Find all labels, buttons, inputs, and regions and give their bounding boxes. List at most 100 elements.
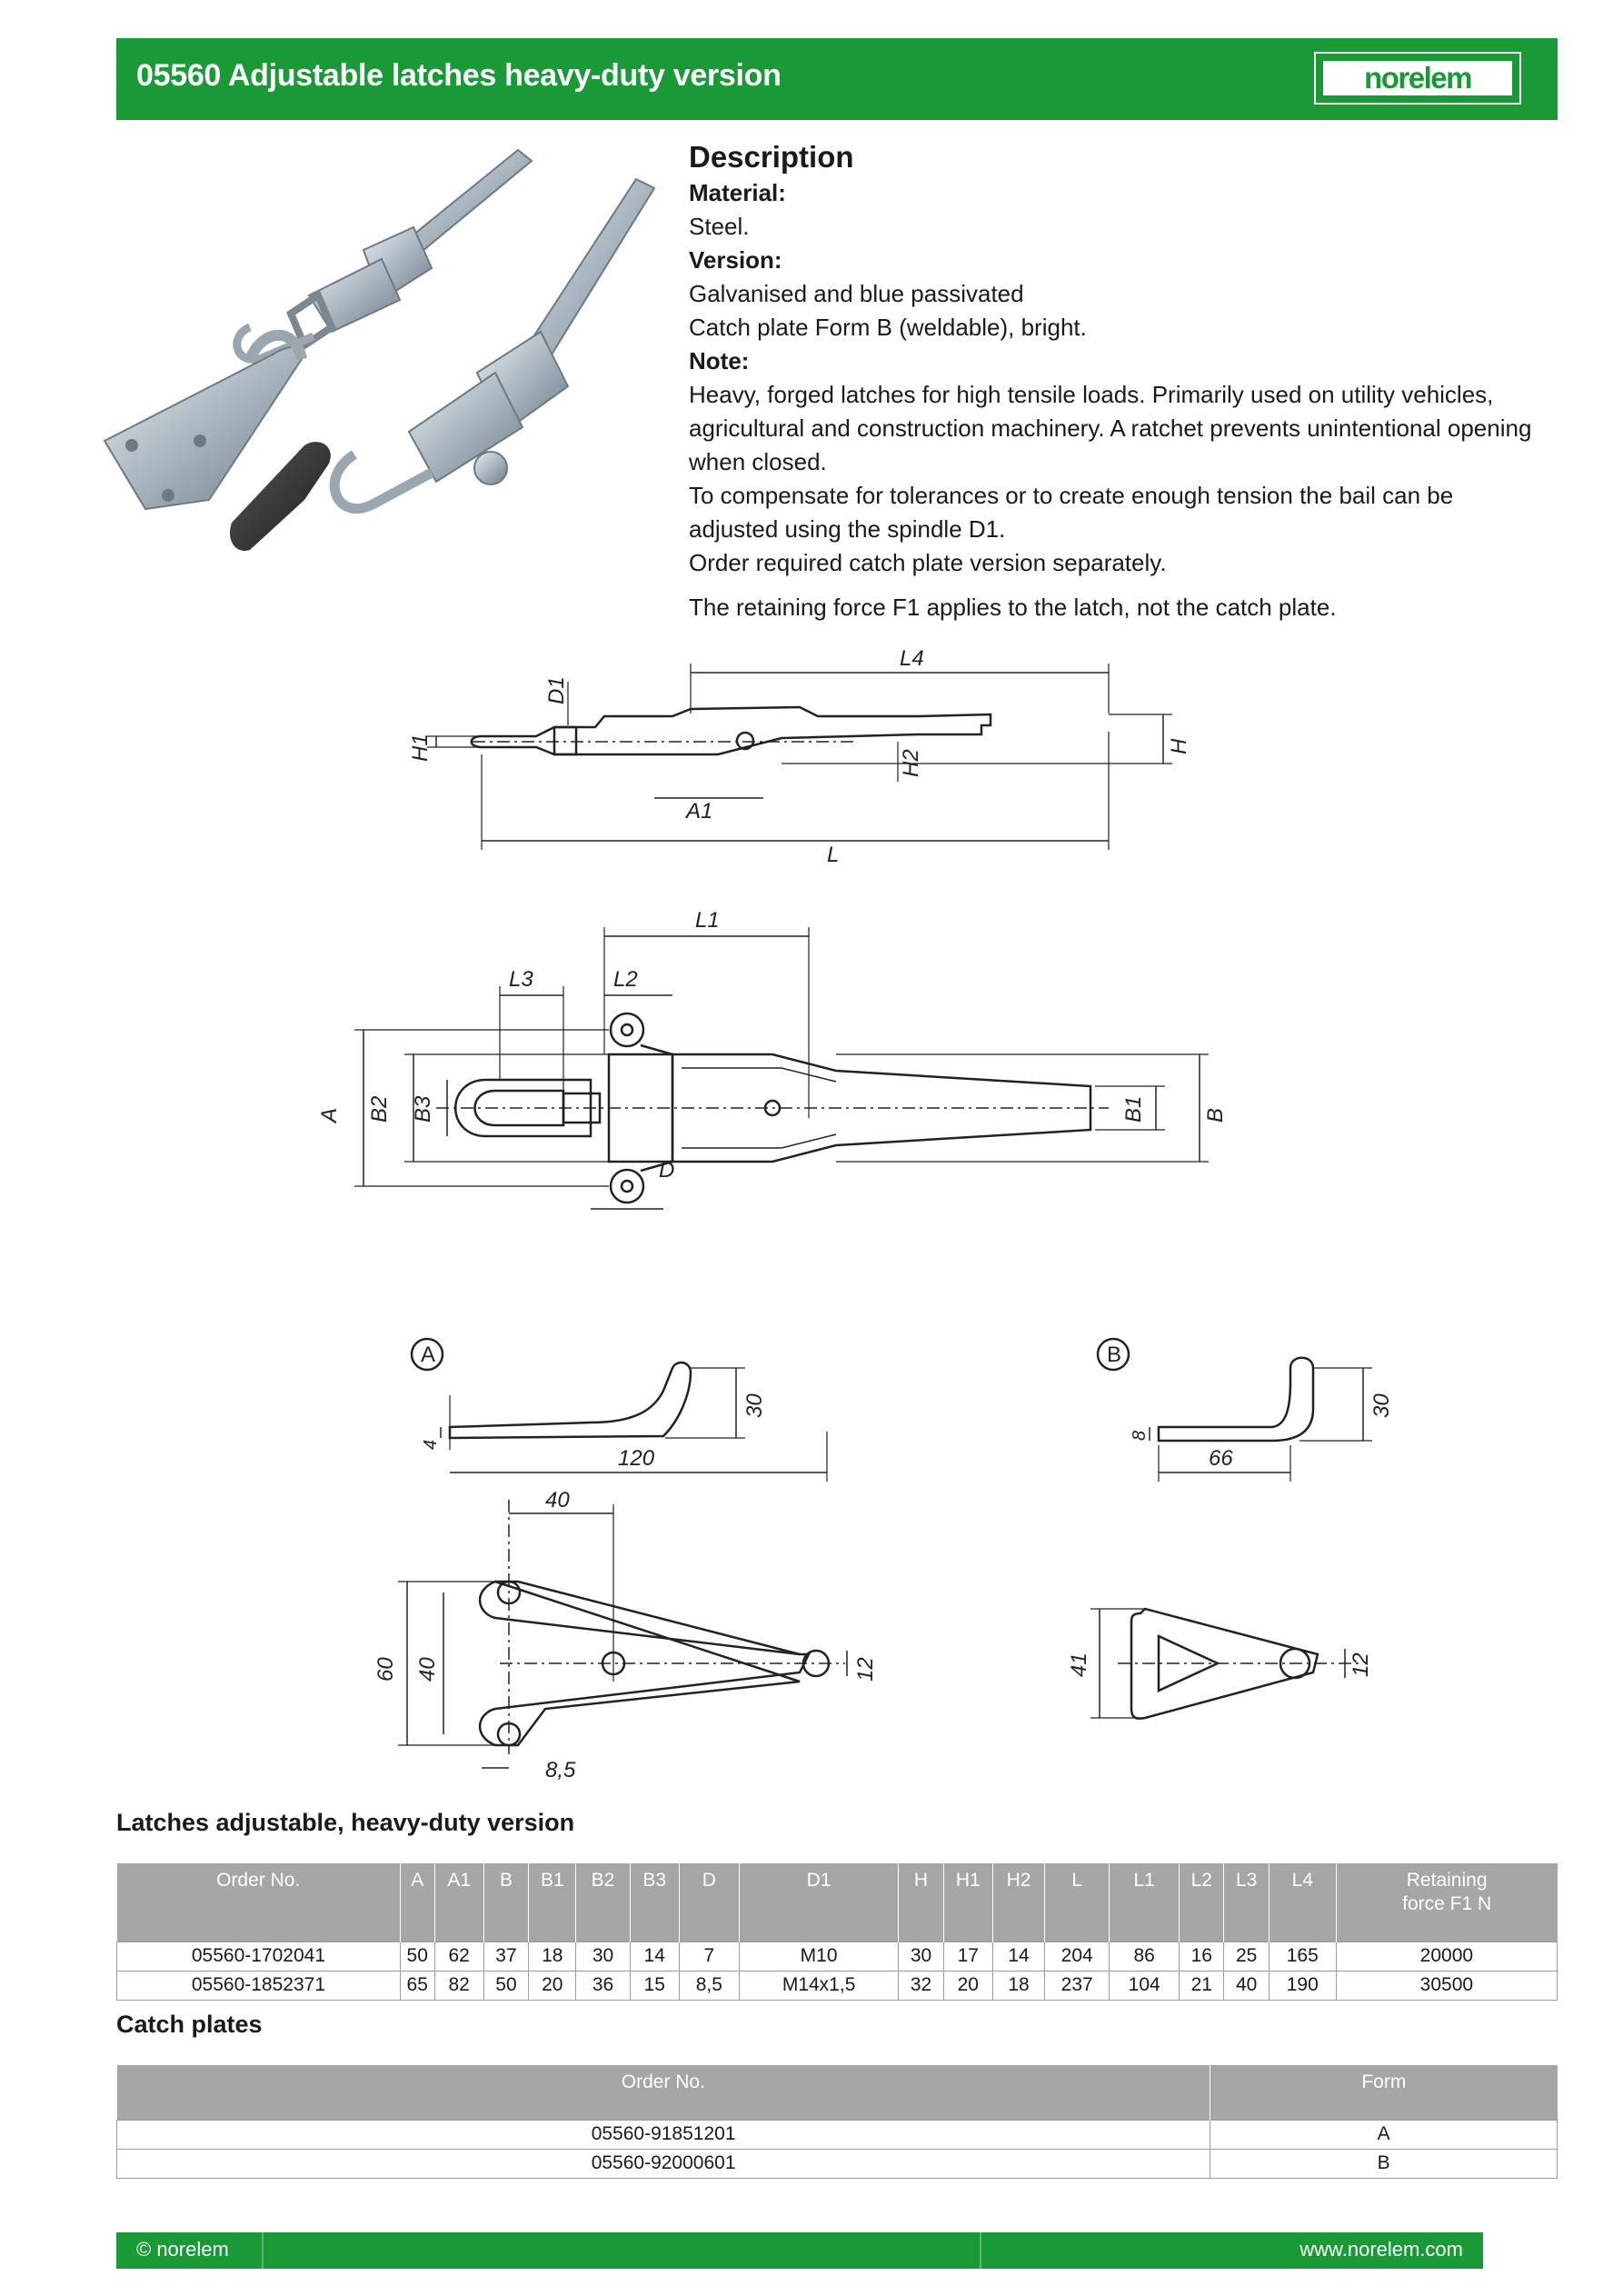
cell: 18 [991,1970,1046,2001]
label-a: A [317,1108,342,1124]
col-l2: L2 [1179,1863,1224,1942]
note-text-1: Heavy, forged latches for high tensile l… [689,381,1532,475]
table-row: 05560-1852371 65 82 50 20 36 15 8,5 M14x… [116,1970,1558,2001]
cell: 32 [898,1970,944,2001]
cell: 30500 [1335,1970,1558,2001]
form-b-slot: 12 [1349,1652,1373,1677]
form-b-top [1090,1607,1363,1720]
label-h: H [1167,738,1191,754]
form-a-thickness: 4 [421,1440,441,1450]
cell: 190 [1268,1970,1337,2001]
form-b-thickness: 8 [1130,1431,1150,1441]
cell: 20 [942,1970,993,2001]
note-text-4: The retaining force F1 applies to the la… [689,594,1337,621]
form-b-length: 66 [1209,1446,1233,1471]
form-a-hole-spacing: 40 [545,1488,570,1512]
cell: 62 [433,1941,484,1972]
catch-plate-b [229,442,331,551]
cell: 14 [629,1941,680,1972]
cell: 104 [1109,1970,1180,2001]
catch-plates-table: Order No. Form 05560-91851201 A 05560-92… [115,2065,1558,2179]
cell: B [1210,2148,1558,2179]
version-text-2: Catch plate Form B (weldable), bright. [689,314,1087,341]
col-l1: L1 [1109,1863,1180,1942]
label-l3: L3 [509,967,533,992]
cell: 40 [1223,1970,1270,2001]
cell: 20000 [1335,1941,1558,1972]
note-text-2: To compensate for tolerances or to creat… [689,482,1454,543]
cell: 165 [1268,1941,1337,1972]
top-view [354,927,1209,1210]
cell: 05560-92000601 [115,2148,1211,2179]
cell: 05560-1702041 [116,1941,401,1972]
cell: 20 [528,1970,577,2001]
form-a-width: 60 [373,1657,398,1682]
cell: 30 [898,1941,944,1972]
material-label: Material: [689,179,786,206]
footer-divider [980,2232,981,2269]
cell: 30 [575,1941,631,1972]
label-d1: D1 [544,676,569,704]
cell: 204 [1044,1941,1110,1972]
col-order-no: Order No. [116,2065,1210,2120]
form-a-height: 30 [742,1393,767,1418]
label-h2: H2 [899,749,923,777]
cell: 237 [1044,1970,1110,2001]
label-d: D [659,1158,674,1183]
cell: 05560-1852371 [116,1970,401,2001]
col-b1: B1 [528,1863,576,1942]
technical-drawing: L4 D1 H1 H2 H A1 L [317,646,1394,1782]
label-b2: B2 [367,1096,392,1123]
form-a-edge: 8,5 [545,1758,576,1782]
cell: 82 [433,1970,484,2001]
cell: 17 [942,1941,993,1972]
large-latch [329,177,656,514]
cell: 50 [399,1941,435,1972]
cell: 86 [1109,1941,1180,1972]
form-a-slot: 12 [853,1657,878,1682]
cell: A [1210,2119,1558,2150]
material-text: Steel. [689,213,750,240]
footer-divider [262,2232,264,2269]
col-d: D [678,1863,740,1942]
col-l3: L3 [1223,1863,1270,1942]
form-a-length: 120 [618,1446,655,1471]
form-b-side [1096,1337,1372,1482]
form-a-side [410,1337,828,1482]
label-l4: L4 [900,646,924,671]
catch-plates-section-title: Catch plates [116,2011,263,2038]
col-l4: L4 [1268,1863,1337,1942]
table-row: 05560-91851201 A [115,2119,1558,2150]
version-label: Version: [689,246,782,274]
col-h2: H2 [991,1863,1045,1942]
col-h: H [898,1863,944,1942]
col-l: L [1044,1863,1110,1942]
col-a1: A1 [433,1863,484,1942]
cell: M10 [738,1941,900,1972]
form-b-labels: B 8 66 30 41 12 [1067,1343,1394,1677]
version-text-1: Galvanised and blue passivated [689,280,1024,307]
side-view [427,664,1172,850]
form-b-width: 41 [1067,1652,1091,1677]
note-label: Note: [689,347,750,374]
cell: 18 [528,1941,577,1972]
cell: M14x1,5 [738,1970,900,2001]
table-row: 05560-1702041 50 62 37 18 30 14 7 M10 30… [116,1941,1558,1972]
description-heading: Description [689,140,854,174]
form-a-top [398,1500,848,1769]
table-row: 05560-92000601 B [115,2148,1558,2179]
catch-plate-a [103,329,307,511]
form-b-height: 30 [1369,1393,1394,1418]
label-h1: H1 [408,734,433,762]
cell: 14 [991,1941,1046,1972]
page-footer: © norelem www.norelem.com [116,2232,1483,2269]
cell: 16 [1179,1941,1225,1972]
cell: 15 [629,1970,680,2001]
col-retaining-force: Retaining force F1 N [1335,1863,1558,1942]
col-a: A [399,1863,435,1942]
cell: 05560-91851201 [115,2119,1211,2150]
form-b-marker: B [1107,1343,1121,1367]
col-b3: B3 [629,1863,680,1942]
col-d1: D1 [738,1863,899,1942]
page-title: 05560 Adjustable latches heavy-duty vers… [136,58,782,93]
